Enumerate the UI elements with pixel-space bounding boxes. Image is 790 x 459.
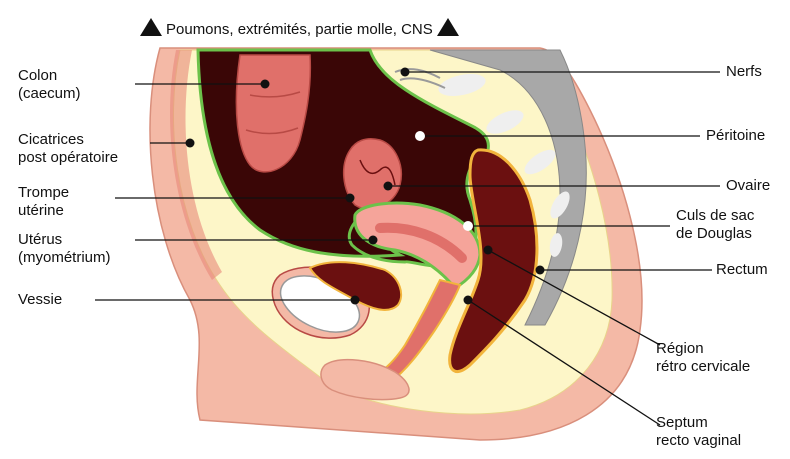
header-caption: Poumons, extrémités, partie molle, CNS [140, 18, 459, 40]
label-colon: Colon (caecum) [18, 67, 81, 103]
label-region: Région rétro cervicale [656, 340, 750, 376]
label-uterus: Utérus (myométrium) [18, 231, 111, 267]
label-cicatrices: Cicatrices post opératoire [18, 131, 118, 167]
label-ovaire: Ovaire [726, 177, 770, 195]
triangle-up-icon [140, 18, 162, 36]
label-culs-de-sac: Culs de sac de Douglas [676, 207, 754, 243]
triangle-up-icon [437, 18, 459, 36]
header-text: Poumons, extrémités, partie molle, CNS [166, 21, 433, 38]
label-rectum: Rectum [716, 261, 768, 279]
label-septum: Septum recto vaginal [656, 414, 741, 450]
label-nerfs: Nerfs [726, 63, 762, 81]
label-peritoine: Péritoine [706, 127, 765, 145]
label-vessie: Vessie [18, 291, 62, 309]
label-trompe: Trompe utérine [18, 184, 69, 220]
